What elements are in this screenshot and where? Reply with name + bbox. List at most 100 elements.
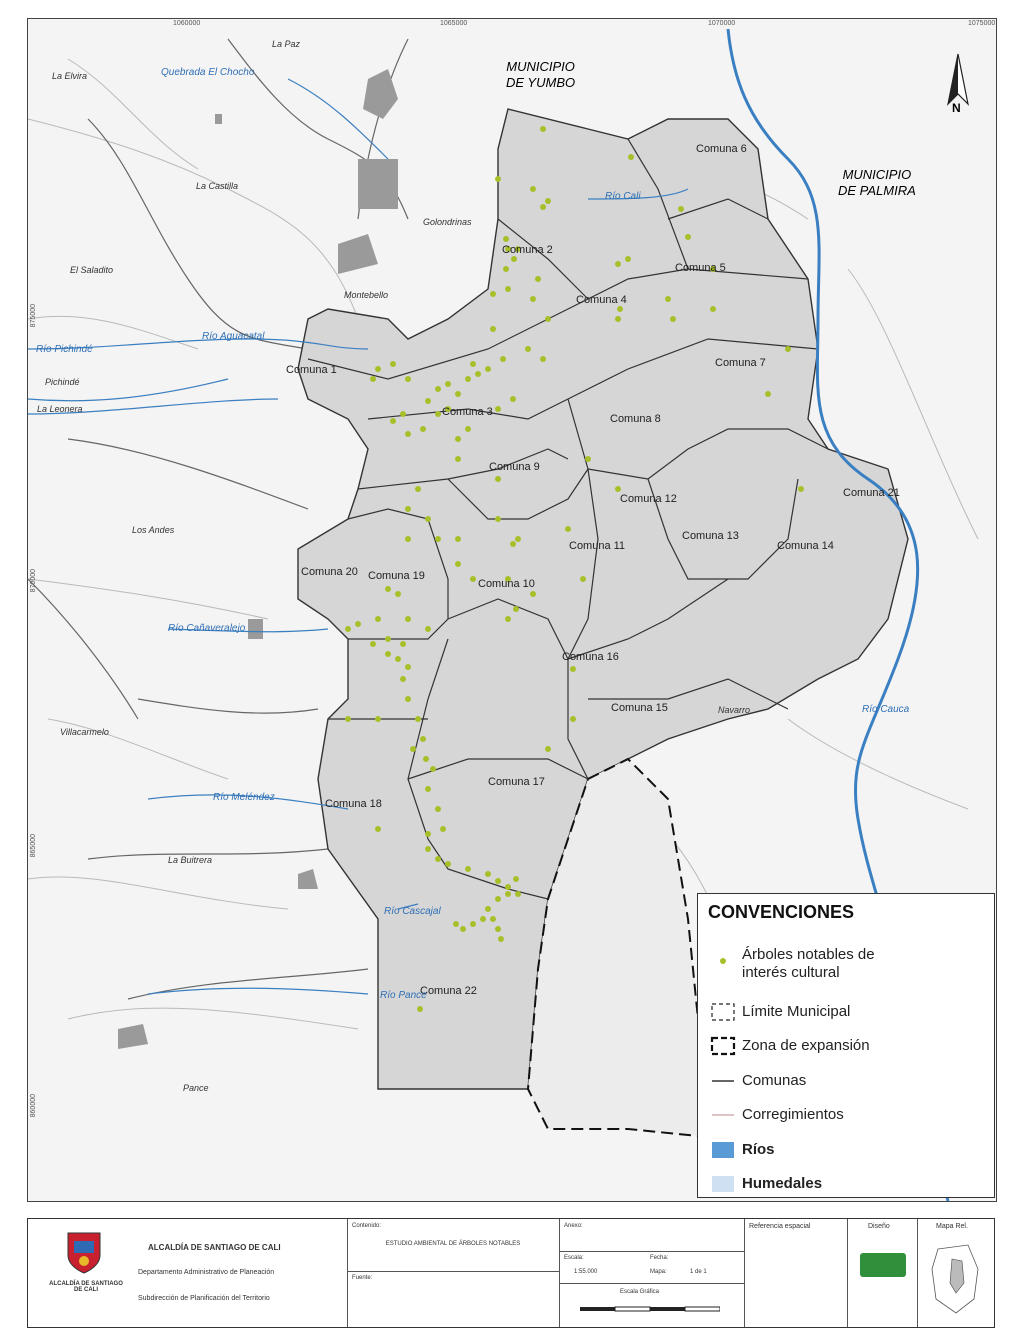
scale-bar [580,1306,720,1312]
tree-points [345,126,804,1012]
tree-point [455,561,461,567]
tree-point [500,356,506,362]
tree-point [765,391,771,397]
tree-point [580,576,586,582]
comuna-label: Comuna 18 [325,798,382,810]
tree-point [400,641,406,647]
comuna-label: Comuna 17 [488,776,545,788]
river-label: Río Cauca [862,704,910,715]
comuna-label: Comuna 15 [611,702,668,714]
comuna-label: Comuna 8 [610,413,661,425]
tree-point [475,371,481,377]
tree-point [435,386,441,392]
tree-point [435,411,441,417]
river-label: Río Cascajal [384,906,441,917]
contenido-cell: Contenido: ESTUDIO AMBIENTAL DE ÁRBOLES … [348,1219,560,1327]
escala-cell: Anexo: Escala: 1:55.000 Fecha: Mapa: 1 d… [560,1219,745,1327]
north-arrow-icon: N [943,49,973,119]
tree-point [415,486,421,492]
tree-point [510,396,516,402]
corregimiento-label: La Buitrera [168,855,213,865]
coord-top-2: 1065000 [440,20,468,27]
tree-point [423,756,429,762]
tree-point [670,316,676,322]
tree-point [425,786,431,792]
light-line-icon [712,1114,734,1116]
tree-point [505,286,511,292]
title-block: ALCALDÍA DE SANTIAGO DE CALI ALCALDÍA DE… [27,1218,995,1328]
tree-point [685,234,691,240]
blue-fill-icon [712,1142,734,1158]
tree-point [515,891,521,897]
tree-point [375,366,381,372]
thick-dashed-box-icon [710,1036,736,1056]
org-dept: Departamento Administrativo de Planeació… [138,1269,275,1276]
comuna-label: Comuna 9 [489,461,540,473]
tree-point [390,361,396,367]
comuna-label: Comuna 11 [569,540,626,552]
tree-point [495,896,501,902]
corregimiento-label: Navarro [718,705,751,715]
legend-panel: CONVENCIONES Árboles notables de interés… [697,893,995,1198]
tree-point [445,381,451,387]
tree-point [570,716,576,722]
tree-point [495,406,501,412]
tree-point [345,716,351,722]
locator-map-icon [931,1244,979,1314]
tree-point [545,198,551,204]
tree-point [445,861,451,867]
tree-point [513,606,519,612]
tree-point [480,916,486,922]
river-label: Quebrada El Chocho [161,67,255,78]
river-label: Río Pance [380,990,427,1001]
map-frame: 1060000 1065000 1070000 1075000 875000 8… [27,18,997,1202]
tree-point [455,456,461,462]
tree-point [465,376,471,382]
tree-point [385,636,391,642]
tree-point [570,666,576,672]
comuna-label: Comuna 13 [682,530,739,542]
logo-caption: ALCALDÍA DE SANTIAGO DE CALI [49,1281,123,1293]
tree-point [425,846,431,852]
tree-point [435,536,441,542]
tree-point [505,616,511,622]
tree-point [375,716,381,722]
corregimiento-label: Pance [183,1083,209,1093]
tree-point [510,541,516,547]
tree-point [410,746,416,752]
tree-point [465,426,471,432]
tree-point [470,361,476,367]
municipio-palmira: MUNICIPIO DE PALMIRA [838,167,916,198]
corregimiento-label: La Elvira [52,71,88,81]
expansion-zone [526,757,730,1141]
corregimiento-label: El Saladito [70,265,114,275]
comuna-label: Comuna 14 [777,540,834,552]
tree-point [375,616,381,622]
tree-point [495,516,501,522]
lightblue-fill-icon [712,1176,734,1192]
comuna-label: Comuna 22 [420,985,477,997]
tree-point [615,316,621,322]
tree-point [490,916,496,922]
tree-point [525,346,531,352]
tree-point [540,126,546,132]
river-label: Río Meléndez [213,792,275,803]
tree-point [405,536,411,542]
corregimiento-label: Golondrinas [423,217,472,227]
tree-point [405,616,411,622]
tree-point [405,664,411,670]
dark-line-icon [712,1080,734,1082]
corregimiento-label: Villacarmelo [60,727,109,737]
org-cell: ALCALDÍA DE SANTIAGO DE CALI ALCALDÍA DE… [28,1219,348,1327]
tree-point [545,316,551,322]
river-label: Río Pichindé [36,344,93,355]
tree-point [405,506,411,512]
coord-left-2: 870000 [30,569,37,593]
tree-point [535,276,541,282]
mapa-rel-cell: Mapa Rel. [918,1219,994,1327]
legend-title: CONVENCIONES [708,902,855,922]
tree-point [565,526,571,532]
tree-point [425,831,431,837]
tree-point [385,651,391,657]
tree-point [435,806,441,812]
